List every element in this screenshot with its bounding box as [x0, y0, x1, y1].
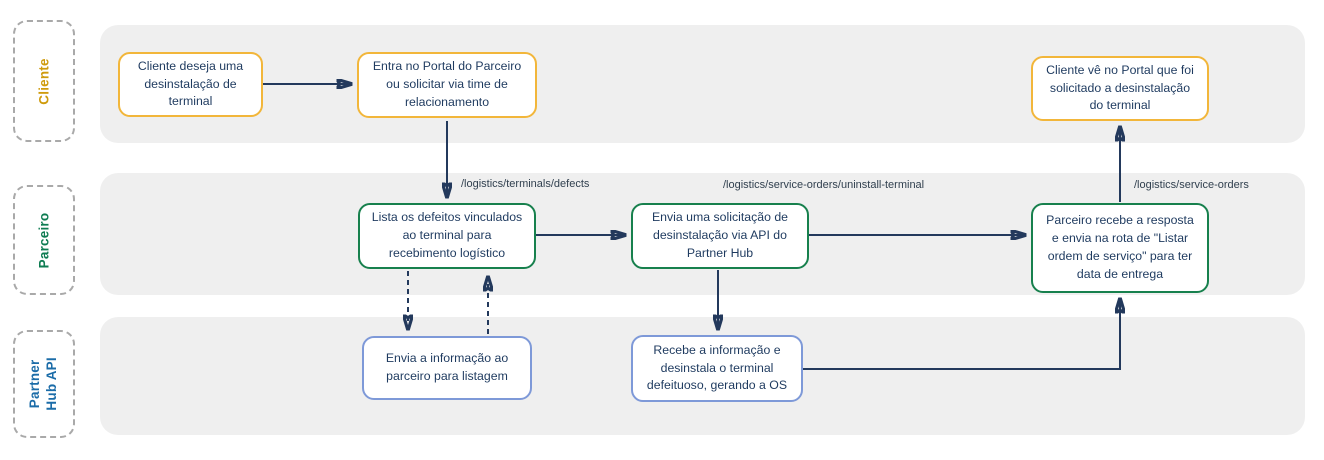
node-envia-informacao-parceiro: Envia a informação ao parceiro para list…: [362, 336, 532, 400]
lane-header-cliente-label: Cliente: [36, 57, 52, 105]
node-cliente-ve-portal: Cliente vê no Portal que foi solicitado …: [1031, 56, 1209, 121]
node-envia-solicitacao-api: Envia uma solicitação de desinstalação v…: [631, 203, 809, 269]
node-cliente-deseja-desinstalacao: Cliente deseja uma desinstalação de term…: [118, 52, 263, 117]
lane-header-parceiro-label: Parceiro: [36, 212, 52, 268]
node-recebe-informacao-desinstala: Recebe a informação e desinstala o termi…: [631, 335, 803, 402]
lane-header-partner-hub-api-label: Partner Hub API: [27, 357, 59, 411]
lane-header-parceiro: Parceiro: [13, 185, 75, 295]
route-label-uninstall-terminal: /logistics/service-orders/uninstall-term…: [723, 179, 925, 191]
lane-header-partner-hub-api: Partner Hub API: [13, 330, 75, 438]
node-lista-defeitos-terminal: Lista os defeitos vinculados ao terminal…: [358, 203, 536, 269]
lane-header-cliente: Cliente: [13, 20, 75, 142]
route-label-service-orders: /logistics/service-orders: [1134, 179, 1249, 191]
route-label-terminals-defects: /logistics/terminals/defects: [461, 178, 590, 190]
node-entra-portal-parceiro: Entra no Portal do Parceiro ou solicitar…: [357, 52, 537, 118]
node-parceiro-recebe-resposta: Parceiro recebe a resposta e envia na ro…: [1031, 203, 1209, 293]
